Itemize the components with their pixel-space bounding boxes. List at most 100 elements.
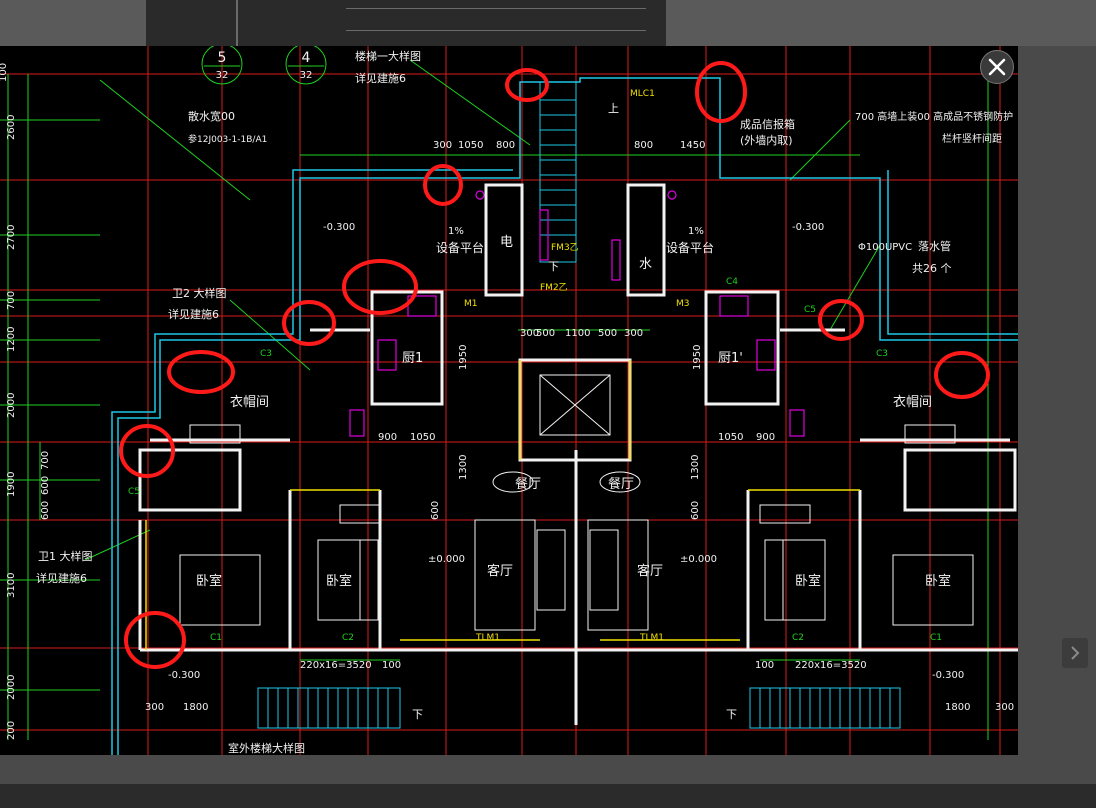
floor-plan-drawing: 100 2600 2700 700 1200 2000 1900 3100 20… <box>0 46 1018 755</box>
svg-text:1950: 1950 <box>692 345 703 370</box>
svg-text:1050: 1050 <box>458 140 483 151</box>
room-labels: 厨1 厨1' 衣帽间 衣帽间 餐厅 餐厅 客厅 客厅 卧室 卧室 卧室 卧室 设… <box>196 235 951 589</box>
highlight-circle <box>119 424 175 478</box>
svg-text:-0.300: -0.300 <box>932 670 964 681</box>
svg-text:详见建施6: 详见建施6 <box>168 307 219 321</box>
svg-text:TLM1: TLM1 <box>639 633 664 643</box>
svg-text:C2: C2 <box>342 633 354 643</box>
svg-text:卫1 大样图: 卫1 大样图 <box>38 549 93 563</box>
svg-text:1900: 1900 <box>6 472 17 497</box>
axis-bubbles: 5 32 4 32 <box>201 46 327 85</box>
svg-text:5: 5 <box>218 50 227 66</box>
svg-text:300: 300 <box>520 328 539 339</box>
highlight-circle <box>818 299 864 341</box>
svg-text:衣帽间: 衣帽间 <box>230 394 269 410</box>
outer-walls <box>111 77 1018 755</box>
dimension-lines <box>0 59 989 740</box>
elevator-shaft <box>539 374 611 436</box>
highlight-circles <box>119 61 990 669</box>
svg-text:成品信报箱: 成品信报箱 <box>740 117 795 131</box>
svg-text:1%: 1% <box>688 226 704 237</box>
svg-text:600: 600 <box>40 501 51 520</box>
image-viewer: 100 2600 2700 700 1200 2000 1900 3100 20… <box>0 46 1018 755</box>
dim-text: 100 2600 2700 700 1200 2000 1900 3100 20… <box>0 63 1014 740</box>
svg-text:1%: 1% <box>448 226 464 237</box>
interior-walls <box>138 183 1018 725</box>
svg-text:卧室: 卧室 <box>925 573 951 589</box>
svg-text:设备平台: 设备平台 <box>666 240 714 255</box>
axis-bubble-4: 4 32 <box>285 46 327 85</box>
grid-lines <box>0 46 1018 755</box>
svg-text:C5: C5 <box>128 487 140 497</box>
svg-text:1100: 1100 <box>565 328 590 339</box>
svg-text:32: 32 <box>300 70 313 81</box>
fixtures <box>349 190 805 437</box>
svg-text:客厅: 客厅 <box>637 563 663 579</box>
svg-text:散水宽00: 散水宽00 <box>188 109 235 123</box>
previous-image-thumbnail[interactable] <box>146 0 666 46</box>
svg-text:客厅: 客厅 <box>487 563 513 579</box>
svg-text:C4: C4 <box>726 277 738 287</box>
svg-text:900: 900 <box>378 432 397 443</box>
svg-text:室外楼梯大样图: 室外楼梯大样图 <box>228 741 305 755</box>
svg-text:4: 4 <box>302 50 311 66</box>
note-text: 楼梯一大样图 详见建施6 散水宽00 参12J003-1-1B/A1 成品信报箱… <box>36 49 1013 755</box>
svg-text:1050: 1050 <box>718 432 743 443</box>
svg-text:600: 600 <box>40 476 51 495</box>
svg-text:-0.300: -0.300 <box>792 222 824 233</box>
svg-text:水: 水 <box>639 257 652 272</box>
svg-text:C1: C1 <box>930 633 942 643</box>
svg-text:100: 100 <box>0 63 9 82</box>
highlight-circle <box>282 300 336 346</box>
highlight-circle <box>342 259 418 315</box>
svg-text:FM2乙: FM2乙 <box>540 282 568 293</box>
svg-text:TLM1: TLM1 <box>475 633 500 643</box>
svg-text:卧室: 卧室 <box>196 573 222 589</box>
next-image-button[interactable] <box>1062 638 1088 668</box>
svg-text:1800: 1800 <box>183 702 208 713</box>
highlight-circle <box>167 350 235 394</box>
chevron-right-icon <box>1071 646 1080 660</box>
svg-text:C3: C3 <box>260 349 272 359</box>
svg-text:餐厅: 餐厅 <box>515 476 541 492</box>
svg-text:-0.300: -0.300 <box>168 670 200 681</box>
svg-text:300: 300 <box>433 140 452 151</box>
svg-text:电: 电 <box>500 235 513 250</box>
svg-text:(外墙内取): (外墙内取) <box>740 133 793 147</box>
svg-text:衣帽间: 衣帽间 <box>893 394 932 410</box>
svg-text:1200: 1200 <box>6 327 17 352</box>
svg-text:2000: 2000 <box>6 393 17 418</box>
svg-text:220x16=3520: 220x16=3520 <box>795 660 867 671</box>
svg-text:M3: M3 <box>676 299 690 309</box>
svg-text:卫2 大样图: 卫2 大样图 <box>172 286 227 300</box>
svg-text:200: 200 <box>6 721 17 740</box>
close-button[interactable] <box>980 50 1014 84</box>
thumb-line <box>346 30 646 31</box>
highlight-circle <box>695 61 747 123</box>
svg-text:厨1: 厨1 <box>402 351 423 366</box>
svg-text:100: 100 <box>755 660 774 671</box>
svg-text:共26 个: 共26 个 <box>912 262 952 275</box>
svg-text:500: 500 <box>598 328 617 339</box>
svg-text:1050: 1050 <box>410 432 435 443</box>
axis-bubble-5: 5 32 <box>201 46 243 85</box>
highlight-circle <box>934 351 990 399</box>
svg-text:C2: C2 <box>792 633 804 643</box>
bottom-bar <box>0 784 1096 808</box>
svg-text:卧室: 卧室 <box>326 573 352 589</box>
svg-text:300: 300 <box>995 702 1014 713</box>
svg-text:下: 下 <box>726 708 737 721</box>
svg-text:32: 32 <box>216 70 229 81</box>
svg-text:1450: 1450 <box>680 140 705 151</box>
svg-text:C5: C5 <box>804 305 816 315</box>
svg-text:600: 600 <box>690 501 701 520</box>
svg-text:详见建施6: 详见建施6 <box>36 571 87 585</box>
svg-text:300: 300 <box>145 702 164 713</box>
svg-text:卧室: 卧室 <box>795 573 821 589</box>
svg-text:C3: C3 <box>876 349 888 359</box>
svg-text:900: 900 <box>756 432 775 443</box>
svg-text:-0.300: -0.300 <box>323 222 355 233</box>
stairs <box>257 81 901 729</box>
svg-text:落水管: 落水管 <box>918 239 951 253</box>
svg-text:1950: 1950 <box>458 345 469 370</box>
